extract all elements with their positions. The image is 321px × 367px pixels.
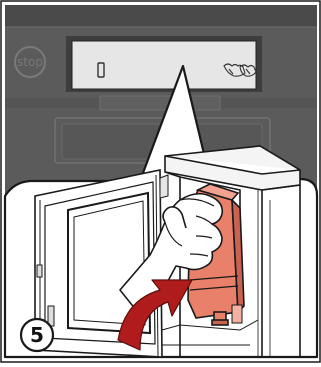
step-number: 5 [22,320,52,350]
display-text [118,44,258,54]
stop-button-label: stop [15,55,45,71]
